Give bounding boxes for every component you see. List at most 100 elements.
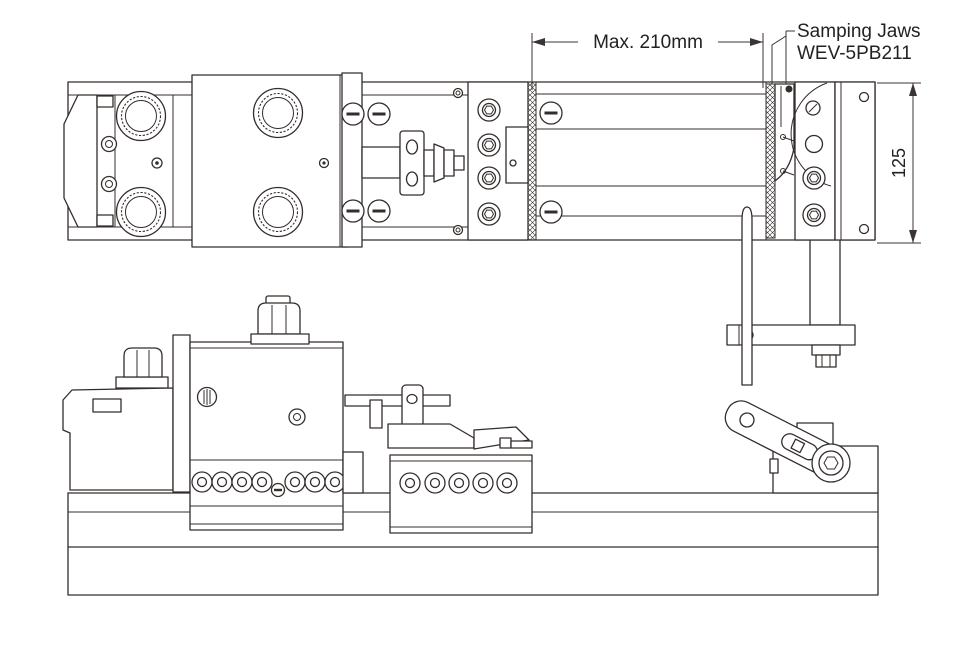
slotted-screw-icon (538, 100, 564, 126)
coupling-flange (433, 143, 445, 183)
lever-hole (739, 412, 755, 428)
sampling-jaws-label: Samping Jaws WEV-5PB211 (771, 21, 921, 127)
clamp-bar (726, 324, 856, 346)
socket-screw-icon (477, 202, 501, 226)
roller-washer-icon (231, 471, 253, 493)
slotted-screw-icon (366, 198, 392, 224)
dimension-max-width: Max. 210mm (531, 32, 764, 90)
jaw-notch (505, 126, 529, 184)
jaw-serration (96, 214, 114, 227)
roller-washer-icon (448, 472, 470, 494)
socket-screw-icon (802, 166, 826, 190)
screw-slot (808, 103, 818, 113)
stop-rod (510, 440, 533, 449)
hook-clamp (62, 347, 174, 491)
dowel-hole-center (155, 161, 159, 165)
roller-washer-icon (284, 471, 306, 493)
knurled-knob (115, 90, 167, 142)
coupling (423, 149, 435, 177)
coupling-nub (453, 155, 465, 171)
mount-hole (858, 91, 870, 103)
small-screw-icon (455, 90, 461, 96)
height-dimension-text: 125 (889, 148, 909, 178)
roller-washer-icon (304, 471, 326, 493)
arrowhead-right-icon (750, 38, 763, 46)
base-plate (67, 546, 879, 596)
mount-hole (858, 223, 870, 235)
hex-bolt (257, 302, 301, 335)
clamp-pin (741, 206, 753, 386)
link-tab (369, 399, 383, 429)
link-bar (344, 394, 451, 407)
slot-pin (790, 438, 806, 454)
upright-plate (172, 334, 191, 493)
jaw-cover (387, 423, 475, 449)
link-plate (401, 384, 424, 428)
roller-washer-icon (251, 471, 273, 493)
saddle-step (342, 451, 364, 494)
roller-washer-icon (399, 472, 421, 494)
clamp-collar (811, 344, 841, 356)
coupling (443, 149, 455, 177)
leader-dot (785, 85, 793, 93)
movable-jaw-end-cap (63, 94, 98, 228)
roller-washer-icon (496, 472, 518, 494)
hook-opening (92, 398, 122, 413)
jaw-serration (96, 95, 114, 108)
socket-screw-icon (477, 133, 501, 157)
hex-nut (123, 347, 163, 378)
bolt-washer (250, 333, 310, 345)
arrowhead-up-icon (909, 83, 917, 96)
link-slot (405, 171, 419, 187)
jaw-label-line2: WEV-5PB211 (797, 43, 912, 64)
small-screw-icon (452, 224, 464, 236)
roller-washer-icon (472, 472, 494, 494)
arrowhead-down-icon (909, 230, 917, 243)
slotted-screw-icon (340, 101, 366, 127)
notch-hole (509, 159, 517, 167)
socket-screw-icon (802, 203, 826, 227)
clamp-handle-assembly (726, 206, 856, 386)
jaw-linkage (344, 384, 533, 450)
pivot-hole (804, 134, 824, 154)
top-view (63, 72, 876, 386)
jaw-label-line1: Samping Jaws (797, 21, 921, 42)
swing-clamp-assembly (724, 400, 879, 494)
socket-screw-icon (477, 166, 501, 190)
pin-hole (100, 135, 118, 193)
clamp-screw (818, 450, 844, 476)
side-view (62, 295, 879, 596)
knurled-knob (115, 186, 167, 238)
link-slot (406, 393, 418, 405)
fixed-jaw-block (389, 454, 533, 534)
drive-shaft (361, 146, 401, 179)
slotted-screw-icon (366, 101, 392, 127)
body-block (189, 341, 344, 531)
stop-pin (499, 437, 512, 449)
leader-line (771, 35, 787, 84)
movable-body-block (172, 295, 346, 531)
socket-screw-icon (477, 98, 501, 122)
fixed-jaw-body (389, 454, 533, 534)
roller-washer-icon (191, 471, 213, 493)
jaw-face-serration (765, 83, 776, 239)
clamp-nut (815, 354, 837, 368)
clamp-screw-hex (823, 456, 839, 470)
knurled-knob (252, 87, 304, 139)
nut-washer (115, 376, 169, 389)
roller-washer-icon (324, 471, 346, 493)
roller-washer-icon (211, 471, 233, 493)
link-slot (405, 139, 419, 155)
max-width-dimension-text: Max. 210mm (593, 32, 703, 53)
dowel-hole-center (322, 161, 326, 165)
clamp-shaft (809, 239, 841, 326)
oil-port (288, 408, 306, 426)
roller-washer-icon (424, 472, 446, 494)
sampling-jaws-highlight (774, 83, 795, 182)
arrowhead-left-icon (532, 38, 545, 46)
knurled-knob (252, 186, 304, 238)
small-screw-icon (455, 227, 461, 233)
jaw-face-serration (527, 81, 537, 241)
